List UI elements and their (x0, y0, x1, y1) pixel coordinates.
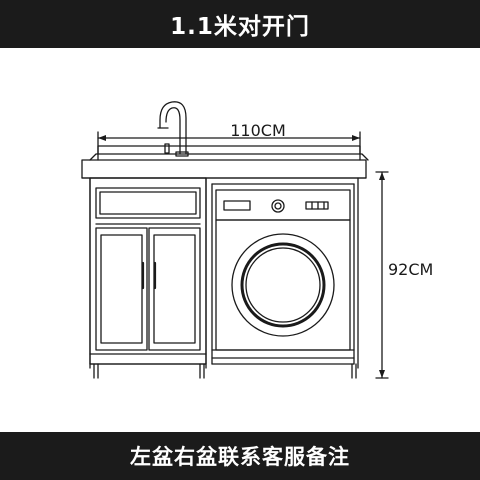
faucet (157, 101, 189, 157)
width-label: 110CM (230, 121, 286, 140)
washing-machine (205, 177, 357, 379)
left-cabinet (89, 177, 207, 379)
cabinet-line-drawing: 110CM (81, 101, 433, 379)
footer-note: 左盆右盆联系客服备注 (130, 445, 350, 469)
height-dimension (375, 171, 389, 379)
countertop (81, 159, 367, 369)
page-title: 1.1米对开门 (170, 14, 310, 40)
title-banner: 1.1米对开门 (0, 0, 480, 48)
sink-basin (89, 145, 369, 161)
footer-banner: 左盆右盆联系客服备注 (0, 432, 480, 480)
height-label: 92CM (388, 260, 433, 279)
